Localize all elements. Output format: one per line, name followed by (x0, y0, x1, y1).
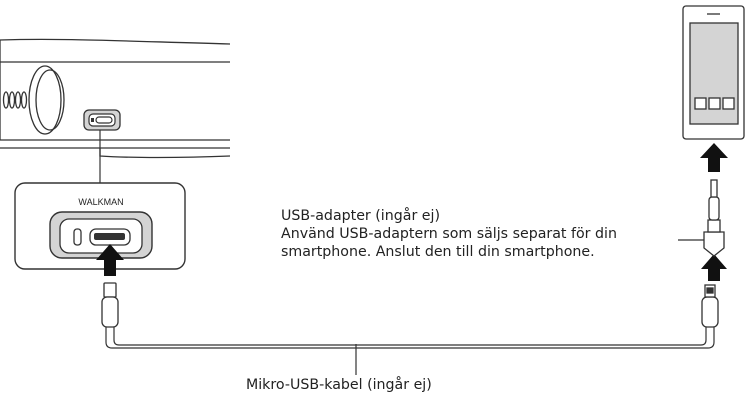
arrow-into-walkman (96, 244, 124, 276)
walkman-panel: WALKMAN (14, 182, 186, 270)
speaker-usb-port (83, 109, 121, 131)
walkman-panel-label: WALKMAN (78, 197, 123, 207)
arrow-into-smartphone (700, 143, 728, 172)
adapter-note-title: USB-adapter (ingår ej) (281, 208, 440, 224)
usb-a-plug (701, 284, 719, 328)
adapter-note-line2: smartphone. Anslut den till din smartpho… (281, 243, 595, 260)
usb-cable (105, 327, 715, 349)
arrow-into-adapter (701, 254, 727, 281)
speaker-unit (0, 38, 231, 159)
cable-label: Mikro-USB-kabel (ingår ej) (246, 377, 432, 393)
micro-usb-plug (101, 282, 119, 328)
usb-adapter (703, 179, 725, 257)
adapter-note: USB-adapter (ingår ej) Använd USB-adapte… (281, 208, 617, 261)
smartphone (682, 5, 745, 140)
adapter-note-line1: Använd USB-adaptern som säljs separat fö… (281, 225, 617, 242)
